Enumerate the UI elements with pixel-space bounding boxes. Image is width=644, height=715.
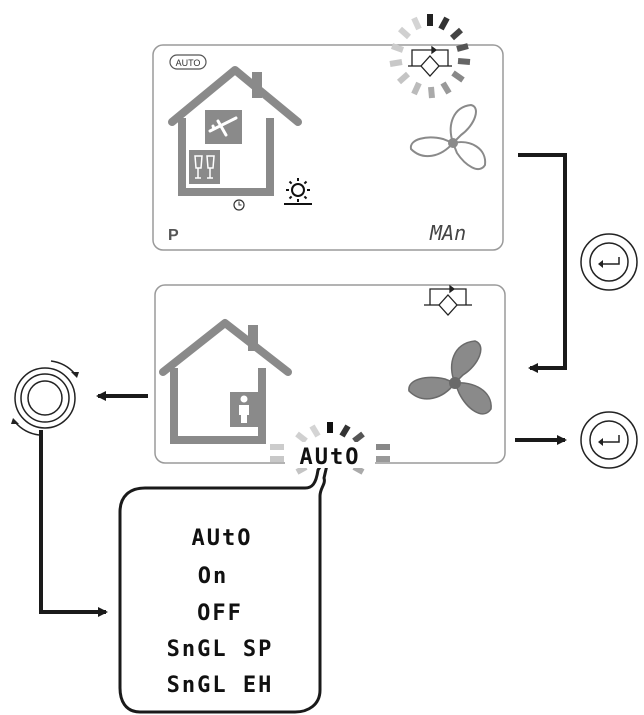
fan-icon-2: [408, 340, 492, 415]
enter-icon-confirm[interactable]: [580, 411, 638, 469]
enter-icon[interactable]: [580, 233, 638, 291]
option-item-single-exhaust[interactable]: SnGL EH: [167, 673, 274, 698]
bypass-icon: [408, 45, 452, 77]
auto-badge-label: AUTO: [176, 58, 201, 68]
lcd-screen-bottom: [154, 284, 506, 464]
mode-code-display: MAn: [429, 221, 466, 245]
flow-arrow-knob-to-options: [39, 430, 108, 617]
lcd-screen-top: AUTO: [152, 44, 504, 251]
clock-icon: [233, 199, 245, 211]
options-popup: [118, 450, 332, 714]
sun-icon: [284, 178, 312, 205]
option-item-off[interactable]: OFF: [197, 601, 243, 626]
fan-icon: [409, 103, 487, 171]
program-indicator: P: [168, 227, 179, 244]
option-item-auto[interactable]: AUtO: [192, 526, 253, 551]
flow-arrow-screen1-to-screen2: [518, 153, 567, 373]
auto-badge: AUTO: [169, 54, 207, 70]
option-item-on[interactable]: On: [198, 564, 229, 589]
bypass-icon-2: [424, 284, 472, 316]
house-icon: [168, 66, 302, 196]
current-value-display: AUtO: [300, 445, 361, 470]
rotary-knob-icon[interactable]: [11, 360, 79, 436]
option-item-single-speed[interactable]: SnGL SP: [167, 637, 274, 662]
glasses-icon: [189, 150, 220, 184]
bypass-blink-indicator: [389, 14, 471, 99]
current-value-backdrop: [285, 442, 375, 468]
house-icon-2: [159, 319, 292, 444]
value-blink-indicator: [270, 422, 390, 475]
person-icon: [230, 392, 258, 427]
airplane-icon: [205, 110, 242, 144]
